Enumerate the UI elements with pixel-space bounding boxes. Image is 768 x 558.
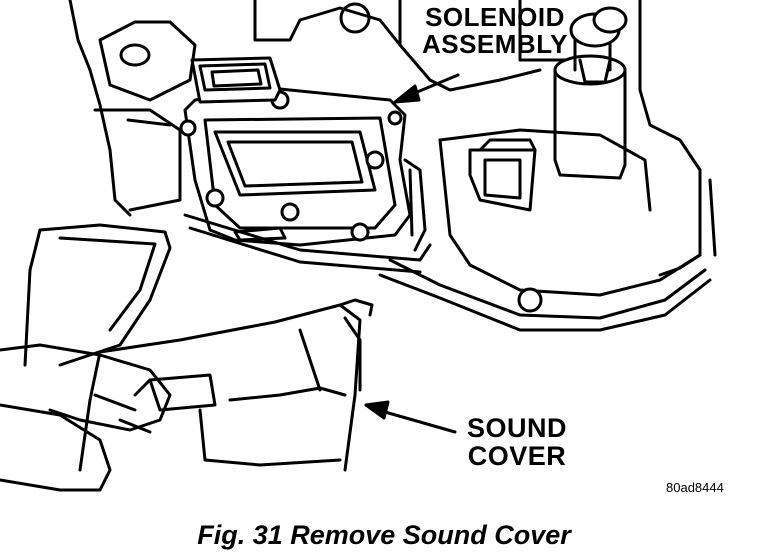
solenoid-assembly-label: SOLENOID ASSEMBLY <box>410 2 580 60</box>
technician-hand <box>0 343 172 492</box>
oil-pan <box>378 128 712 332</box>
sound-cover-label: SOUND COVER <box>452 414 582 471</box>
solenoid-assembly <box>179 56 432 274</box>
sound-label-line1: SOUND <box>466 413 567 443</box>
figure-code: 80ad8444 <box>666 480 724 495</box>
left-housing <box>68 0 197 217</box>
transmission-case <box>253 0 717 277</box>
solenoid-label-line2: ASSEMBLY <box>421 29 569 60</box>
figure-caption: Fig. 31 Remove Sound Cover <box>197 520 571 550</box>
sound-cover-leader-arrow <box>364 400 457 434</box>
sound-cover <box>23 223 374 472</box>
solenoid-label-line1: SOLENOID <box>425 2 565 32</box>
solenoid-leader-arrow <box>393 73 460 104</box>
sound-label-line2: COVER <box>467 441 567 472</box>
